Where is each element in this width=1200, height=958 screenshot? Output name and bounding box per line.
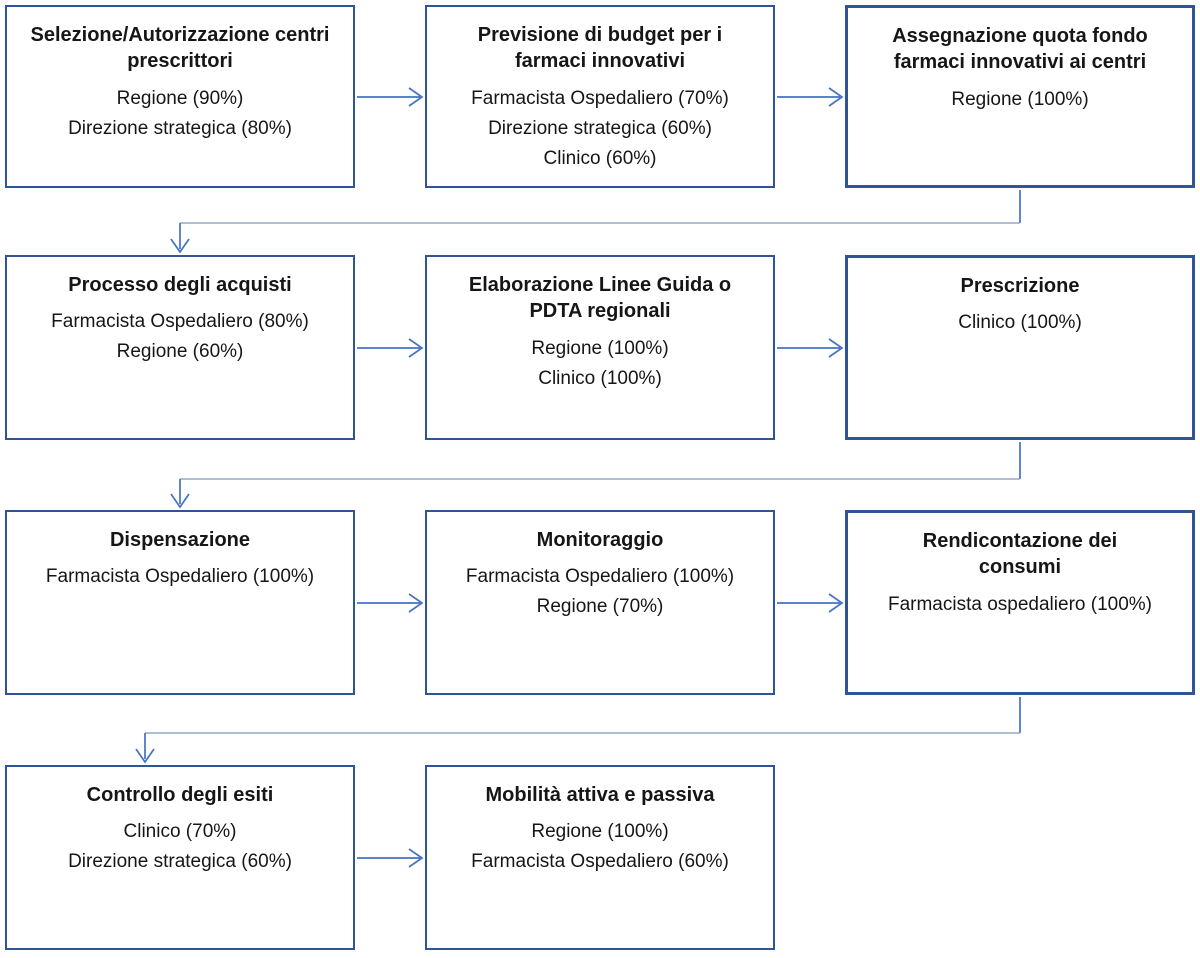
actor-line: Clinico (60%) xyxy=(543,147,657,169)
actor-line: Clinico (100%) xyxy=(958,312,1082,334)
box-rendicontazione-consumi: Rendicontazione dei consumi Farmacista o… xyxy=(845,510,1195,695)
box-actors: Farmacista Ospedaliero (100%) Regione (7… xyxy=(427,562,773,622)
box-elaborazione-linee-guida: Elaborazione Linee Guida o PDTA regional… xyxy=(425,255,775,440)
actor-line: Regione (100%) xyxy=(951,88,1089,110)
box-title: Prescrizione xyxy=(960,275,1080,297)
actor-line: Direzione strategica (60%) xyxy=(488,117,712,139)
box-title: Mobilità attiva e passiva xyxy=(485,784,715,806)
box-actors: Farmacista Ospedaliero (70%) Direzione s… xyxy=(427,84,773,174)
actor-line: Farmacista Ospedaliero (80%) xyxy=(51,311,309,333)
box-actors: Clinico (100%) xyxy=(848,308,1192,338)
actor-line: Clinico (100%) xyxy=(538,367,662,389)
arrow-right-icon xyxy=(777,87,844,107)
box-actors: Regione (90%) Direzione strategica (80%) xyxy=(7,84,353,144)
box-selezione-autorizzazione-centri: Selezione/Autorizzazione centri prescrit… xyxy=(5,5,355,188)
box-title: Processo degli acquisti xyxy=(68,274,292,296)
arrow-right-icon xyxy=(357,338,424,358)
arrow-right-icon xyxy=(357,87,424,107)
actor-line: Regione (70%) xyxy=(536,596,664,618)
actor-line: Farmacista Ospedaliero (60%) xyxy=(471,851,729,873)
elbow-connector-down-icon xyxy=(170,190,1021,254)
actor-line: Regione (60%) xyxy=(116,341,244,363)
box-actors: Regione (100%) Farmacista Ospedaliero (6… xyxy=(427,817,773,877)
box-processo-acquisti: Processo degli acquisti Farmacista Osped… xyxy=(5,255,355,440)
box-actors: Farmacista Ospedaliero (100%) xyxy=(7,562,353,592)
box-controllo-esiti: Controllo degli esiti Clinico (70%) Dire… xyxy=(5,765,355,950)
actor-line: Clinico (70%) xyxy=(123,821,237,843)
arrow-right-icon xyxy=(357,593,424,613)
box-monitoraggio: Monitoraggio Farmacista Ospedaliero (100… xyxy=(425,510,775,695)
box-actors: Farmacista ospedaliero (100%) xyxy=(848,590,1192,620)
box-actors: Clinico (70%) Direzione strategica (60%) xyxy=(7,817,353,877)
actor-line: Farmacista Ospedaliero (100%) xyxy=(465,566,735,588)
actor-line: Farmacista ospedaliero (100%) xyxy=(887,593,1152,615)
box-dispensazione: Dispensazione Farmacista Ospedaliero (10… xyxy=(5,510,355,695)
box-title: Elaborazione Linee Guida o PDTA regional… xyxy=(468,274,732,323)
arrow-right-icon xyxy=(357,848,424,868)
box-title: Previsione di budget per i farmaci innov… xyxy=(477,24,723,73)
box-previsione-budget: Previsione di budget per i farmaci innov… xyxy=(425,5,775,188)
box-title: Controllo degli esiti xyxy=(86,784,274,806)
box-mobilita-attiva-passiva: Mobilità attiva e passiva Regione (100%)… xyxy=(425,765,775,950)
actor-line: Regione (100%) xyxy=(531,337,669,359)
elbow-connector-down-icon xyxy=(135,697,1021,764)
box-title: Dispensazione xyxy=(109,529,251,551)
box-actors: Farmacista Ospedaliero (80%) Regione (60… xyxy=(7,307,353,367)
actor-line: Regione (90%) xyxy=(116,87,244,109)
actor-line: Regione (100%) xyxy=(531,821,669,843)
box-assegnazione-quota-fondo: Assegnazione quota fondo farmaci innovat… xyxy=(845,5,1195,188)
box-actors: Regione (100%) Clinico (100%) xyxy=(427,334,773,394)
box-title: Assegnazione quota fondo farmaci innovat… xyxy=(892,25,1148,74)
box-title: Selezione/Autorizzazione centri prescrit… xyxy=(30,24,330,73)
box-title: Rendicontazione dei consumi xyxy=(922,530,1118,579)
actor-line: Direzione strategica (60%) xyxy=(68,851,292,873)
elbow-connector-down-icon xyxy=(170,442,1021,509)
box-prescrizione: Prescrizione Clinico (100%) xyxy=(845,255,1195,440)
arrow-right-icon xyxy=(777,593,844,613)
arrow-right-icon xyxy=(777,338,844,358)
actor-line: Direzione strategica (80%) xyxy=(68,117,292,139)
actor-line: Farmacista Ospedaliero (100%) xyxy=(45,566,315,588)
box-title: Monitoraggio xyxy=(536,529,664,551)
box-actors: Regione (100%) xyxy=(848,85,1192,115)
actor-line: Farmacista Ospedaliero (70%) xyxy=(471,87,729,109)
